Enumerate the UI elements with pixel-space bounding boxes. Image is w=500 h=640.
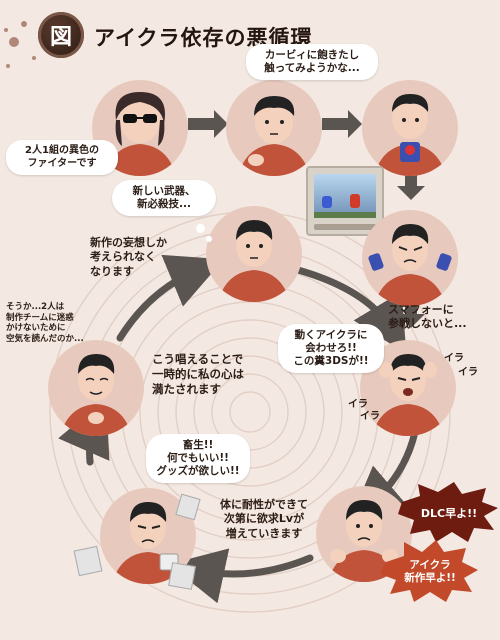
sunglasses-person-icon	[104, 92, 176, 176]
panel-angry-game	[362, 210, 458, 306]
irritation-text-3: イラ	[348, 399, 368, 410]
arrow-down-1	[397, 168, 425, 200]
panel-thinking	[226, 80, 322, 176]
goods-bag-2	[168, 562, 196, 590]
burst-new-shape	[380, 540, 478, 602]
relieved-person-icon	[60, 354, 132, 436]
panel-screaming	[360, 340, 456, 436]
whisper-text: そうか...2人は 制作チームに迷惑 かけないために 空気を読んだのか...	[6, 302, 84, 344]
panel-daydream	[206, 206, 302, 302]
burst-dlc: DLC早よ!!	[420, 507, 478, 520]
caption-chant: こう唱えることで 一時的に私の心は 満たされます	[152, 352, 244, 396]
speech-bubble-thinking: カービィに飽きたし 触ってみようかな...	[246, 44, 378, 81]
burst-new-release: アイクラ 新作早よ!!	[404, 559, 456, 584]
crying-person-icon	[112, 502, 184, 584]
paint-splatter	[4, 21, 36, 68]
speech-bubble-goods: 畜生!! 何でもいい!! グッズが欲しい!!	[146, 434, 250, 484]
thought-bubble-weapons: 新しい武器、 新必殺技...	[112, 180, 216, 217]
caption-delusion: 新作の妄想しか 考えられなく なります	[90, 236, 167, 278]
angry-person-icon	[368, 224, 452, 306]
speech-bubble-fighter: 2人1組の異色の ファイターです	[6, 140, 118, 175]
title-badge: 図	[38, 12, 84, 58]
daydream-person-icon	[218, 220, 290, 302]
figure-holding-person-icon	[374, 94, 446, 176]
caption-smash-join: スマフォーに 参戦しないと...	[388, 303, 467, 331]
arrow-down-2	[397, 290, 425, 328]
thought-dot	[196, 224, 205, 233]
arrow-1	[188, 110, 228, 138]
goods-bag-1	[73, 545, 103, 577]
panel-relieved	[48, 340, 144, 436]
screaming-person-icon	[372, 354, 444, 436]
irritation-text-4: イラ	[360, 411, 380, 422]
irritation-text-2: イラ	[458, 367, 478, 378]
caption-tolerance: 体に耐性ができて 次第に欲求Lvが 増えていきます	[220, 498, 308, 540]
thought-dot-small	[206, 236, 212, 242]
tv-screen-image	[314, 174, 376, 218]
panel-holding-figure	[362, 80, 458, 176]
title-badge-label: 図	[49, 25, 72, 50]
thinking-person-icon	[238, 96, 310, 176]
burst-dlc-shape	[398, 482, 498, 542]
tv-screenshot	[306, 166, 384, 236]
speech-bubble-angry-3ds: 動くアイクラに 会わせろ!! この糞3DSが!!	[278, 324, 384, 374]
arrow-2	[322, 110, 362, 138]
panel-sunglasses-fighter	[92, 80, 188, 176]
irritation-text-1: イラ	[444, 353, 464, 364]
